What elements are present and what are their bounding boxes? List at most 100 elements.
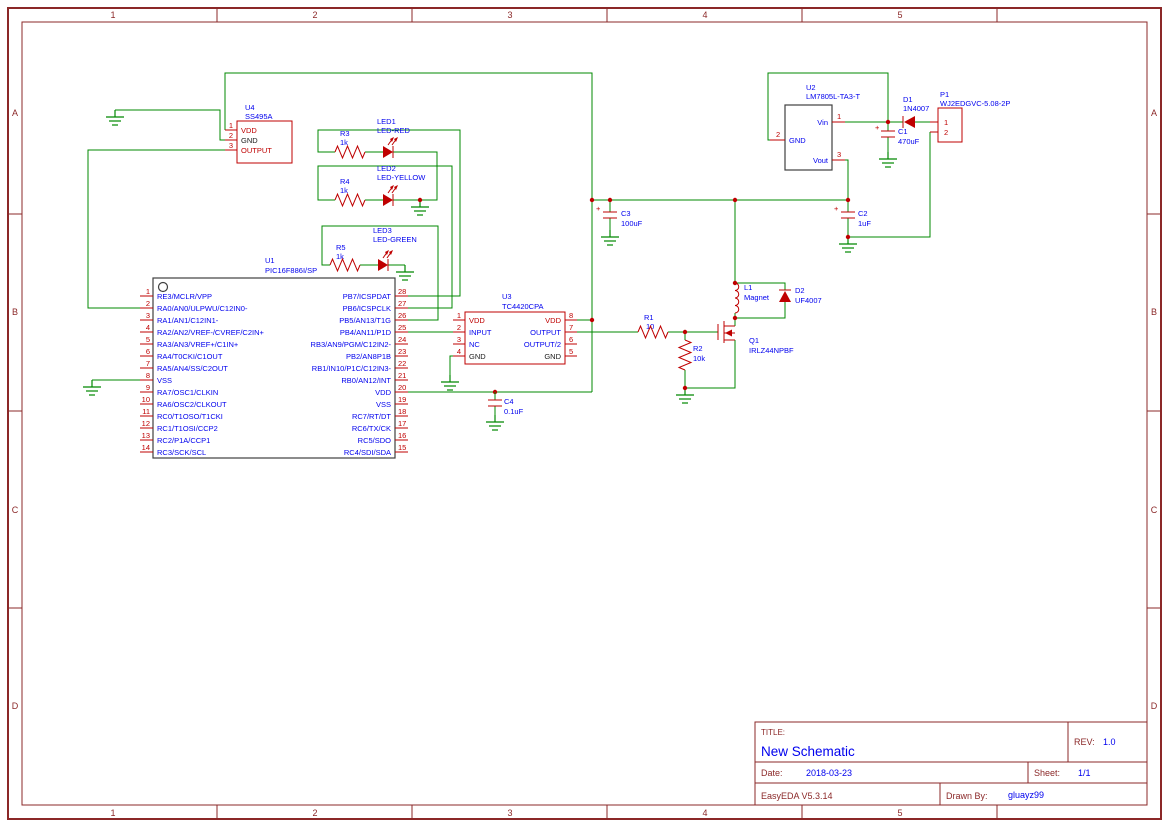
part-value-label[interactable]: SS495A bbox=[245, 112, 273, 121]
u1-pin1-notch bbox=[157, 281, 169, 293]
part-r2[interactable]: R2 10k bbox=[677, 339, 705, 371]
part-l1-inductor[interactable]: L1 Magnet bbox=[734, 282, 770, 314]
part-value-label[interactable]: 1k bbox=[336, 252, 344, 261]
part-value-label[interactable]: UF4007 bbox=[795, 296, 822, 305]
part-value-label[interactable]: LED-GREEN bbox=[373, 235, 417, 244]
part-d1-diode[interactable]: D1 1N4007 bbox=[902, 95, 929, 128]
pin-number: 8 bbox=[569, 311, 573, 320]
part-value-label[interactable]: 10k bbox=[693, 354, 705, 363]
part-ref-label[interactable]: U3 bbox=[502, 292, 512, 301]
part-ref-label[interactable]: R1 bbox=[644, 313, 654, 322]
pin-name: GND bbox=[469, 352, 486, 361]
part-c2[interactable]: + C2 1uF bbox=[834, 204, 871, 228]
p1-body[interactable] bbox=[937, 107, 963, 143]
wires[interactable] bbox=[87, 72, 931, 393]
part-ref-label[interactable]: R2 bbox=[693, 344, 703, 353]
part-r4[interactable]: R4 1k bbox=[334, 177, 366, 208]
part-led1[interactable]: LED1 LED-RED bbox=[377, 117, 411, 158]
part-ref-label[interactable]: U1 bbox=[265, 256, 275, 265]
part-ref-label[interactable]: C3 bbox=[621, 209, 631, 218]
part-r3[interactable]: R3 1k bbox=[334, 129, 366, 160]
part-ref-label[interactable]: D2 bbox=[795, 286, 805, 295]
pin-number: 2 bbox=[457, 323, 461, 332]
part-value-label[interactable]: 100uF bbox=[621, 219, 643, 228]
pin-number: 4 bbox=[146, 323, 150, 332]
drawn-by-value[interactable]: gluayz99 bbox=[1008, 790, 1044, 800]
pin-name: VDD bbox=[375, 388, 391, 397]
part-value-label[interactable]: 1k bbox=[340, 138, 348, 147]
part-ref-label[interactable]: LED1 bbox=[377, 117, 396, 126]
part-led2[interactable]: LED2 LED-YELLOW bbox=[377, 164, 426, 206]
part-c3[interactable]: + C3 100uF bbox=[596, 204, 643, 228]
pin-number: 6 bbox=[146, 347, 150, 356]
wire-source-gnd bbox=[685, 340, 736, 389]
sheet-value[interactable]: 1/1 bbox=[1078, 768, 1091, 778]
part-ref-label[interactable]: C2 bbox=[858, 209, 868, 218]
part-p1-connector[interactable]: P1 WJ2EDGVC-5.08-2P 1 2 bbox=[930, 90, 1010, 143]
pin-number: 20 bbox=[398, 383, 406, 392]
u4-body[interactable] bbox=[236, 120, 293, 164]
u2-body[interactable] bbox=[784, 104, 833, 171]
part-r1[interactable]: R1 10 bbox=[637, 313, 669, 340]
part-ref-label[interactable]: C4 bbox=[504, 397, 514, 406]
frame-col-label: 5 bbox=[897, 10, 902, 20]
wire-u4-gnd bbox=[115, 109, 225, 141]
part-u4-hall-sensor[interactable]: U4 SS495A 1 2 3 VDD GND OUTPUT bbox=[225, 103, 293, 164]
part-c1[interactable]: + C1 470uF bbox=[875, 123, 920, 146]
title-block: TITLE: New Schematic REV: 1.0 Date: 2018… bbox=[754, 721, 1148, 806]
part-ref-label[interactable]: Q1 bbox=[749, 336, 759, 345]
pin-name: RA4/T0CKI/C1OUT bbox=[157, 352, 223, 361]
u3-body[interactable] bbox=[464, 311, 566, 365]
pin-name: PB2/AN8P1B bbox=[346, 352, 391, 361]
part-ref-label[interactable]: LED2 bbox=[377, 164, 396, 173]
part-ref-label[interactable]: R5 bbox=[336, 243, 346, 252]
pin-number: 8 bbox=[146, 371, 150, 380]
part-ref-label[interactable]: P1 bbox=[940, 90, 949, 99]
part-value-label[interactable]: 1uF bbox=[858, 219, 871, 228]
led-symbol bbox=[383, 194, 393, 206]
schematic-title[interactable]: New Schematic bbox=[761, 744, 855, 759]
part-value-label[interactable]: PIC16F886I/SP bbox=[265, 266, 317, 275]
pin-name: RC6/TX/CK bbox=[352, 424, 391, 433]
part-value-label[interactable]: 1N4007 bbox=[903, 104, 929, 113]
ground-symbol bbox=[676, 388, 694, 404]
part-led3[interactable]: LED3 LED-GREEN bbox=[373, 226, 417, 271]
part-ref-label[interactable]: L1 bbox=[744, 283, 752, 292]
rev-value[interactable]: 1.0 bbox=[1103, 737, 1116, 747]
part-value-label[interactable]: 0.1uF bbox=[504, 407, 524, 416]
part-value-label[interactable]: LED-YELLOW bbox=[377, 173, 426, 182]
part-ref-label[interactable]: R4 bbox=[340, 177, 350, 186]
wire-p1-return bbox=[848, 132, 931, 238]
part-ref-label[interactable]: C1 bbox=[898, 127, 908, 136]
part-value-label[interactable]: 470uF bbox=[898, 137, 920, 146]
part-value-label[interactable]: 1k bbox=[340, 186, 348, 195]
part-value-label[interactable]: IRLZ44NPBF bbox=[749, 346, 794, 355]
date-value[interactable]: 2018-03-23 bbox=[806, 768, 852, 778]
led-symbol bbox=[383, 146, 393, 158]
part-q1-mosfet[interactable]: Q1 IRLZ44NPBF bbox=[717, 321, 794, 355]
title-block-border bbox=[754, 721, 1148, 806]
part-ref-label[interactable]: R3 bbox=[340, 129, 350, 138]
part-value-label[interactable]: TC4420CPA bbox=[502, 302, 544, 311]
part-ref-label[interactable]: U2 bbox=[806, 83, 816, 92]
pin-name: OUTPUT bbox=[530, 328, 561, 337]
frame-col-label: 5 bbox=[897, 808, 902, 818]
part-value-label[interactable]: LM7805L-TA3-T bbox=[806, 92, 860, 101]
part-r5[interactable]: R5 1k bbox=[329, 243, 361, 273]
pin-number: 9 bbox=[146, 383, 150, 392]
part-value-label[interactable]: Magnet bbox=[744, 293, 770, 302]
wire-led2-feed bbox=[317, 165, 453, 309]
part-value-label[interactable]: WJ2EDGVC-5.08-2P bbox=[940, 99, 1010, 108]
part-c4[interactable]: C4 0.1uF bbox=[488, 392, 524, 416]
frame-col-label: 2 bbox=[312, 808, 317, 818]
ground-symbols[interactable] bbox=[83, 110, 897, 431]
part-d2-flyback-diode[interactable]: D2 UF4007 bbox=[779, 286, 822, 305]
part-ref-label[interactable]: U4 bbox=[245, 103, 255, 112]
part-ref-label[interactable]: D1 bbox=[903, 95, 913, 104]
part-value-label[interactable]: LED-RED bbox=[377, 126, 411, 135]
part-ref-label[interactable]: LED3 bbox=[373, 226, 392, 235]
